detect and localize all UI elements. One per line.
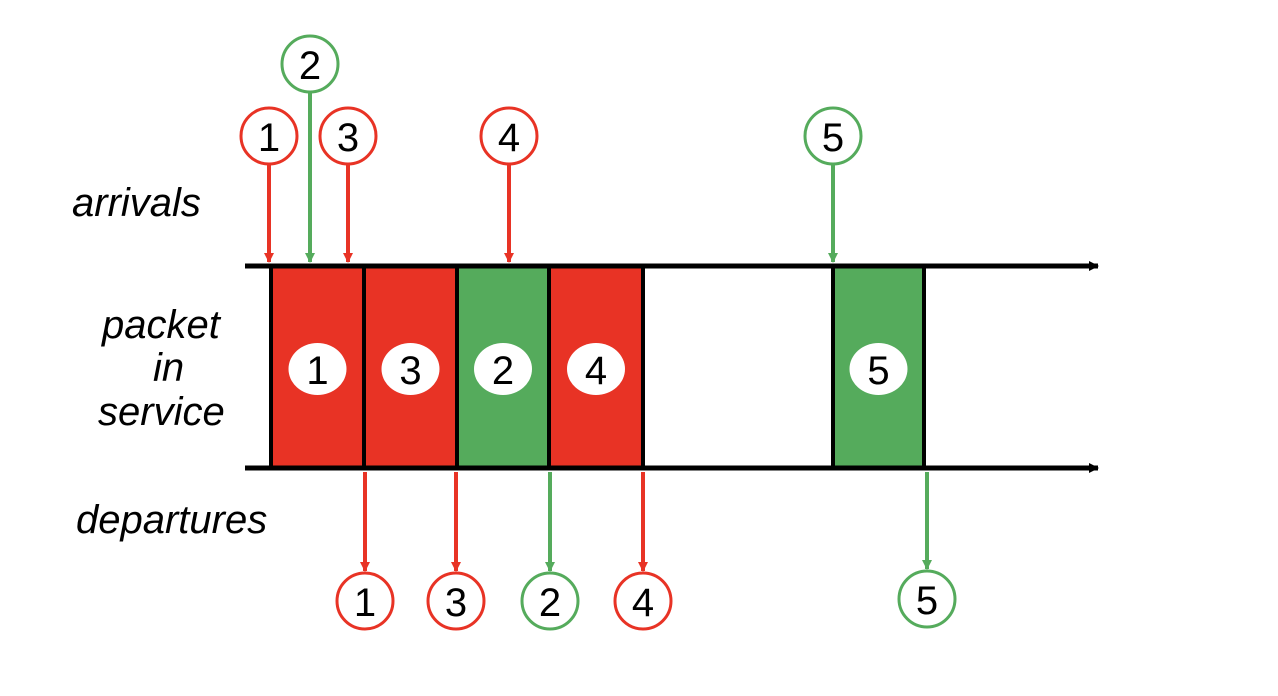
service-number-5: 5 <box>867 349 889 393</box>
service-badge-5 <box>849 343 908 395</box>
departure-markers: 1 3 2 4 5 <box>335 472 957 631</box>
service-label: service <box>98 390 225 434</box>
departures-label: departures <box>76 498 267 542</box>
service-badge-2 <box>474 343 532 395</box>
arrival-badge-3 <box>318 106 378 166</box>
service-number-4: 4 <box>585 349 607 393</box>
departure-badge-2 <box>520 571 580 631</box>
arrival-number-1: 1 <box>258 116 280 160</box>
arrivals-label: arrivals <box>72 181 201 225</box>
departure-number-2: 2 <box>539 581 561 625</box>
departure-number-5: 5 <box>916 579 938 623</box>
service-number-2: 2 <box>492 349 514 393</box>
departure-number-3: 3 <box>445 581 467 625</box>
arrival-number-4: 4 <box>498 116 520 160</box>
arrival-badge-4 <box>479 106 539 166</box>
departure-badge-4 <box>613 571 673 631</box>
service-badge-1 <box>288 343 347 395</box>
arrival-badge-2 <box>280 34 340 94</box>
arrival-badge-1 <box>239 106 299 166</box>
in-label: in <box>153 346 184 390</box>
arrival-markers: 123 4 5 <box>239 34 863 263</box>
departure-number-1: 1 <box>354 581 376 625</box>
service-number-1: 1 <box>306 349 328 393</box>
arrival-badge-5 <box>803 106 863 166</box>
arrival-number-3: 3 <box>337 116 359 160</box>
packet-label: packet <box>101 303 222 347</box>
service-badge-3 <box>381 343 440 395</box>
service-badge-4 <box>567 343 625 395</box>
departure-badge-5 <box>897 569 957 629</box>
service-boxes: 1 3 2 4 5 <box>269 264 926 470</box>
service-number-3: 3 <box>399 349 421 393</box>
departure-number-4: 4 <box>632 581 654 625</box>
arrival-number-2: 2 <box>299 44 321 88</box>
arrival-number-5: 5 <box>822 116 844 160</box>
departure-badge-1 <box>335 571 395 631</box>
departure-badge-3 <box>426 571 486 631</box>
